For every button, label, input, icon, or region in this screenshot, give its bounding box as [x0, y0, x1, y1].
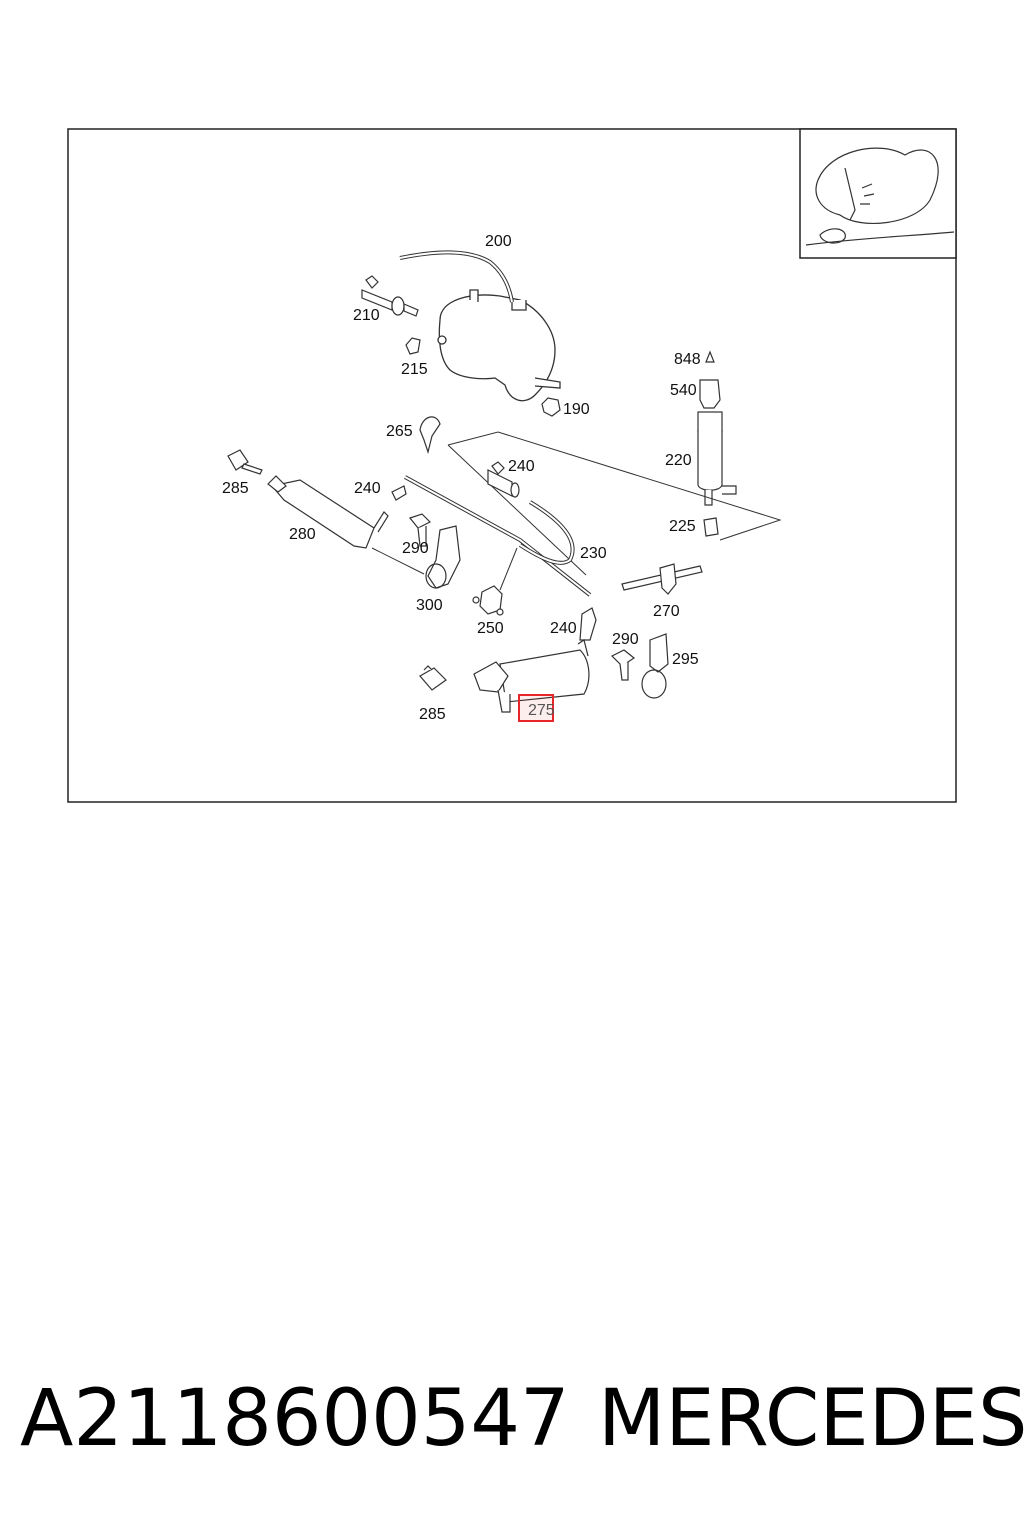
grommet-215 [405, 337, 421, 355]
nut-190 [541, 397, 561, 417]
callout-270: 270 [653, 603, 680, 620]
bracket-295 [641, 633, 669, 699]
callout-230: 230 [580, 545, 607, 562]
clip-265 [419, 416, 441, 455]
callout-200: 200 [485, 233, 512, 250]
callout-225: 225 [669, 518, 696, 535]
callout-848: 848 [674, 351, 701, 368]
diagram-frame [67, 128, 957, 803]
callout-300: 300 [416, 597, 443, 614]
callout-290-upper: 290 [402, 540, 429, 557]
connector-240-left [391, 485, 407, 501]
pump-220 [697, 411, 737, 506]
callout-190: 190 [563, 401, 590, 418]
washer-tank [437, 289, 561, 402]
highlighted-part-275[interactable]: 275 [518, 694, 555, 722]
callout-240-left: 240 [354, 480, 381, 497]
connector-210 [361, 275, 419, 317]
bolt-290-lower [610, 649, 636, 681]
connector-240-upper [487, 461, 520, 498]
cylinder-280 [267, 475, 389, 549]
inset-windshield-icon [805, 147, 955, 246]
callout-290-lower: 290 [612, 631, 639, 648]
callout-280: 280 [289, 526, 316, 543]
valve-250 [472, 585, 504, 616]
plug-540 [699, 379, 721, 409]
callout-220: 220 [665, 452, 692, 469]
callout-250: 250 [477, 620, 504, 637]
callout-265: 265 [386, 423, 413, 440]
grommet-225 [703, 517, 719, 537]
connector-240-lower [579, 607, 597, 641]
callout-295: 295 [672, 651, 699, 668]
callout-285-upper: 285 [222, 480, 249, 497]
callout-210: 210 [353, 307, 380, 324]
callout-240-upper: 240 [508, 458, 535, 475]
brand-name: MERCEDES [598, 1374, 1024, 1464]
nozzle-285-upper [227, 449, 263, 475]
cap-848 [705, 350, 715, 363]
inset-box [799, 128, 957, 259]
cylinder-275 [473, 639, 590, 713]
bracket-300 [425, 525, 461, 589]
part-number: A2118600547 [20, 1374, 570, 1464]
clip-270 [621, 563, 703, 595]
bolt-290-upper [408, 513, 432, 547]
nozzle-285-lower [419, 665, 447, 691]
assembly-outline [447, 431, 782, 541]
callout-240-lower: 240 [550, 620, 577, 637]
callout-540: 540 [670, 382, 697, 399]
callout-285-lower: 285 [419, 706, 446, 723]
callout-215: 215 [401, 361, 428, 378]
fill-pipe-200 [399, 250, 514, 303]
highlighted-part-label: 275 [528, 702, 555, 719]
